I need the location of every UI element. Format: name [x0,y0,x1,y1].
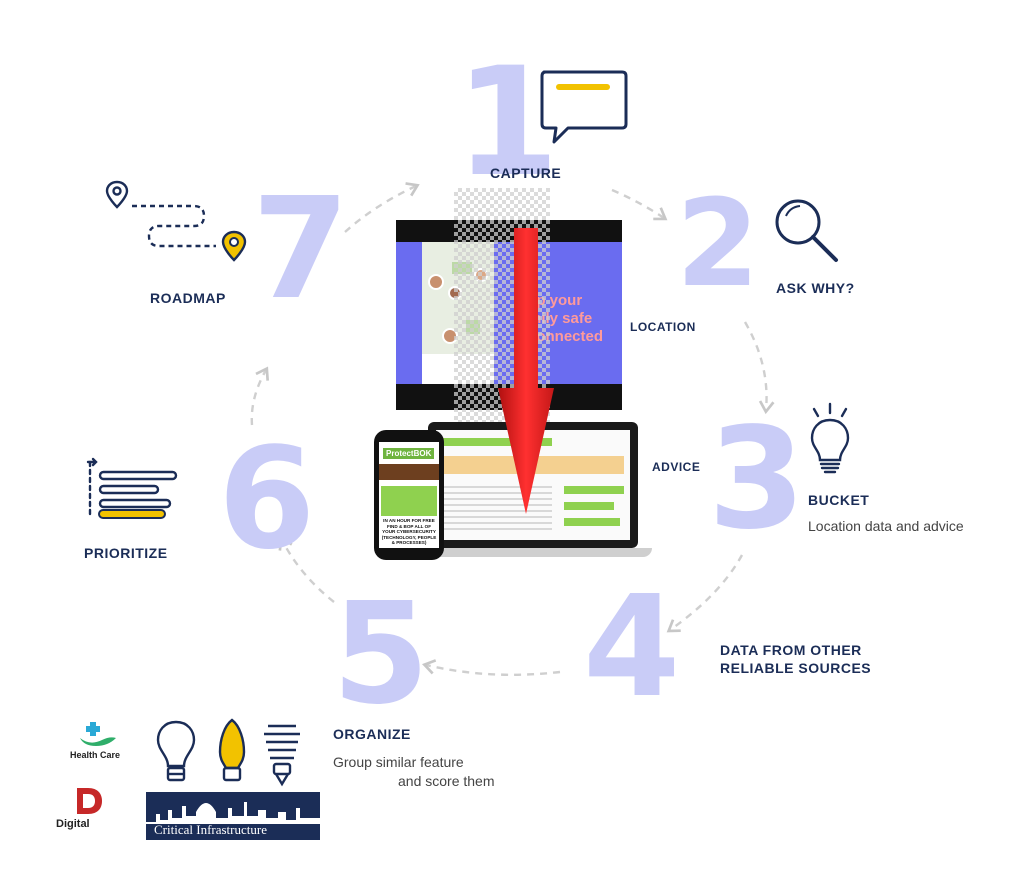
step-5-label: ORGANIZE [333,726,411,742]
health-care-label: Health Care [70,750,121,760]
phone-brand: ProtectBOK [383,448,435,459]
three-bulbs-icon [156,718,300,787]
digital-label: Digital [56,818,90,830]
magnifier-icon [775,199,838,262]
arrow-5-6 [278,536,335,603]
step-3-sub: Location data and advice [808,518,964,534]
arrow-4-5 [422,659,561,676]
step-5-number: 5 [332,573,430,736]
critical-infrastructure-label: Critical Infrastructure [154,822,267,837]
phone: ProtectBOK IN AN HOUR FOR FREE FIND & BO… [374,430,444,560]
arrow-1-2 [611,188,668,221]
phone-green-box [381,486,437,516]
priority-list-icon [86,457,178,519]
step-5-sub-line2: and score them [398,773,495,789]
web-row [564,518,620,526]
critical-infrastructure-banner: Critical Infrastructure [146,792,320,840]
arrow-7-1 [344,182,420,233]
route-pin-icon [105,180,247,262]
step-4-label-line2: RELIABLE SOURCES [720,660,872,676]
health-care-logo-icon [80,722,116,746]
city-skyline-icon [146,802,320,824]
web-row [442,486,552,534]
step-6-number: 6 [218,418,316,581]
advice-label: ADVICE [652,460,701,474]
step-2-number: 2 [676,175,760,314]
step-7-number: 7 [252,168,350,331]
laptop-base [414,548,652,557]
chat-bubble-icon [540,70,628,144]
step-1-label: CAPTURE [490,165,562,181]
arrow-3-4 [666,554,744,633]
digital-logo-icon [77,788,102,814]
step-4-label-line1: DATA FROM OTHER [720,642,862,658]
web-row [564,486,624,494]
arrow-2-3 [743,321,775,415]
step-2-label: ASK WHY? [776,280,855,296]
web-row [564,502,614,510]
step-6-label: PRIORITIZE [84,545,168,561]
step-5-sub-line1: Group similar feature [333,754,464,770]
avatar [428,274,444,290]
phone-banner [379,464,439,480]
phone-text: IN AN HOUR FOR FREE FIND & BOP ALL OF YO… [381,518,437,545]
step-3-label: BUCKET [808,492,870,508]
step-4-number: 4 [583,566,681,729]
step-3-number: 3 [708,398,806,561]
lightbulb-icon [810,402,850,474]
phone-screen: ProtectBOK IN AN HOUR FOR FREE FIND & BO… [379,442,439,548]
web-row [442,438,552,446]
red-down-arrow [498,228,554,514]
location-label: LOCATION [630,320,696,334]
arrow-6-7 [250,366,270,426]
step-7-label: ROADMAP [150,290,226,306]
